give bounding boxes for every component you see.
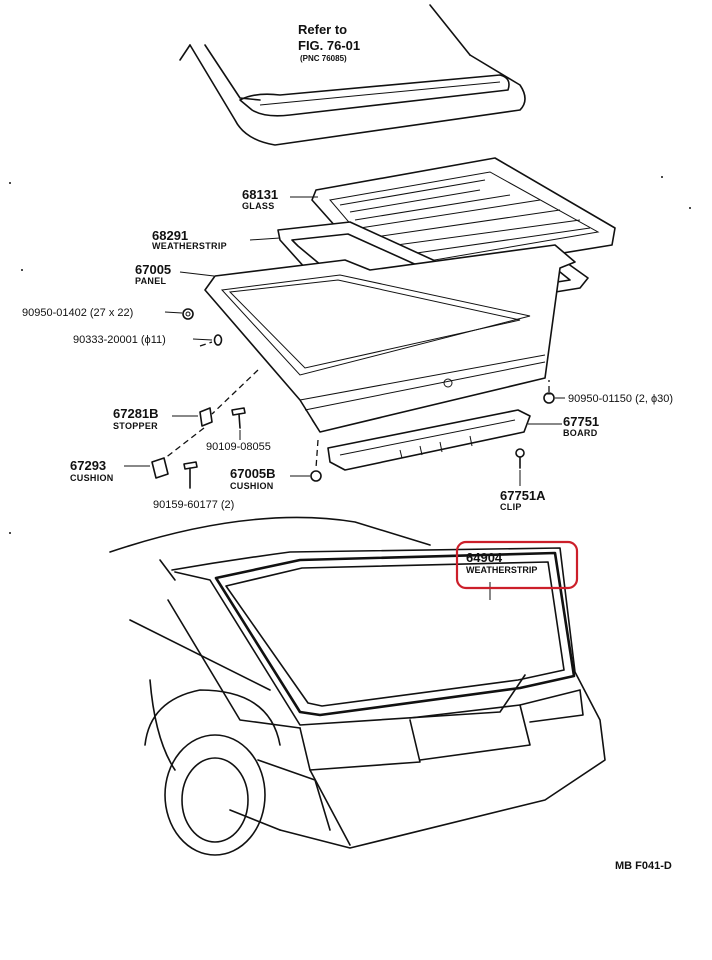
figure-code: MB F041-D [615, 860, 672, 872]
cushion-67005b-part-number: 67005B [230, 466, 276, 481]
car-rear-body-drawing [109, 516, 606, 856]
cushion-67293-icon [151, 457, 169, 479]
plug-icon [213, 334, 223, 346]
bolt-icon [231, 407, 246, 429]
weatherstrip-64904-part-name: WEATHERSTRIP [466, 565, 537, 575]
weatherstrip-64904-part-number: 64904 [466, 550, 503, 565]
fastener-90109-08055-label: 90109-08055 [206, 441, 271, 453]
assembly-dashed-line-2 [159, 427, 205, 463]
scan-specks [9, 176, 691, 534]
fastener-90333-20001-leader [192, 338, 213, 341]
glass-part-name: GLASS [242, 201, 275, 211]
fastener-90950-01402-label: 90950-01402 (27 x 22) [22, 307, 133, 319]
panel-leader [179, 271, 215, 277]
grommet-icon [182, 308, 194, 320]
assembly-dashed-line-1 [211, 369, 259, 415]
weatherstrip-68291-part-number: 68291 [152, 228, 188, 243]
cushion-67005b-part-name: CUSHION [230, 481, 274, 491]
fastener-90333-20001-label: 90333-20001 (ϕ11) [73, 334, 166, 346]
stopper-icon [199, 407, 213, 427]
fastener-90950-01402-leader [164, 311, 183, 314]
upper-body-reference-drawing [179, 4, 526, 146]
cap-icon [543, 392, 555, 404]
reference-line3: (PNC 76085) [300, 54, 347, 63]
weatherstrip-68291-part-name: WEATHERSTRIP [152, 241, 227, 251]
board-part-number: 67751 [563, 414, 599, 429]
glass-part-number: 68131 [242, 187, 278, 202]
panel-part-number: 67005 [135, 262, 171, 277]
stopper-part-name: STOPPER [113, 421, 158, 431]
cushion-67293-part-number: 67293 [70, 458, 106, 473]
fastener-90159-60177-label: 90159-60177 (2) [153, 499, 234, 511]
weatherstrip-64904-drawing [214, 551, 576, 717]
reference-line1: Refer to [298, 22, 347, 37]
panel-part-name: PANEL [135, 276, 167, 286]
stopper-part-number: 67281B [113, 406, 159, 421]
clip-icon [515, 448, 525, 469]
board-part-name: BOARD [563, 428, 598, 438]
reference-line2: FIG. 76-01 [298, 38, 360, 53]
clip-part-name: CLIP [500, 502, 522, 512]
screw-icon [183, 461, 198, 489]
back-door-panel-drawing [204, 244, 576, 433]
board-drawing [327, 409, 531, 471]
cushion-67005b-icon [310, 470, 322, 482]
fastener-90950-01150-label: 90950-01150 (2, ϕ30) [568, 393, 673, 405]
highlight-box [455, 540, 579, 590]
cushion-67293-part-name: CUSHION [70, 473, 114, 483]
clip-part-number: 67751A [500, 488, 546, 503]
assembly-dashed-line-3 [315, 439, 319, 469]
weatherstrip-68291-leader [249, 237, 281, 241]
plug-dashed-leader [199, 341, 213, 347]
